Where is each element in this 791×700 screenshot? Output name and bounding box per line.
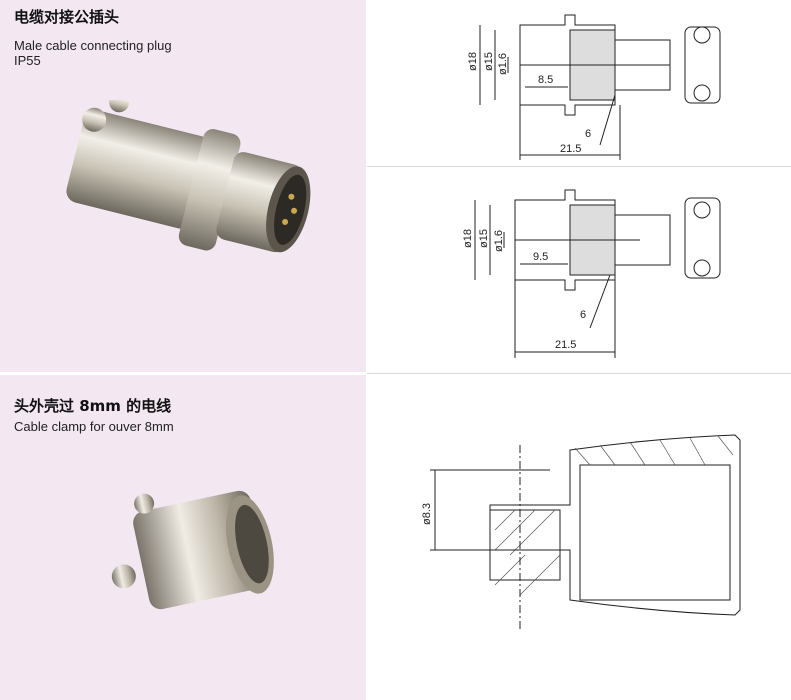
plug-photo: [66, 100, 311, 253]
dim-label: ø18: [467, 52, 479, 71]
dim-label: ø18: [462, 229, 474, 248]
dim-label: 21.5: [560, 143, 581, 155]
clamp-photo: [111, 490, 274, 610]
plug-drawing-2: ø18 ø15 ø1.6 9.5 6 21.5: [462, 189, 721, 358]
dim-label: ø15: [478, 229, 490, 248]
ip-rating: IP55: [14, 53, 41, 68]
dim-label: ø1.6: [493, 230, 505, 252]
section-title-cn: 头外壳过 8mm 的电线: [14, 397, 172, 415]
dim-label: ø15: [483, 52, 495, 71]
clamp-drawing: ø8.3: [421, 434, 741, 630]
dim-label: ø8.3: [421, 503, 433, 525]
divider: [367, 373, 791, 374]
section-title-en: Male cable connecting plug: [14, 38, 172, 53]
section-title-en: Cable clamp for ouver 8mm: [14, 419, 174, 434]
dim-label: ø1.6: [497, 53, 509, 75]
plug-drawing-1: ø18 ø15 ø1.6 8.5 6 21.5: [467, 14, 721, 160]
dim-label: 9.5: [533, 251, 548, 263]
section-title-cn: 电缆对接公插头: [14, 8, 120, 26]
dim-label: 8.5: [538, 74, 553, 86]
dim-label: 6: [580, 309, 586, 321]
dim-label: 21.5: [555, 339, 576, 351]
dim-label: 6: [585, 128, 591, 140]
divider: [367, 166, 791, 167]
